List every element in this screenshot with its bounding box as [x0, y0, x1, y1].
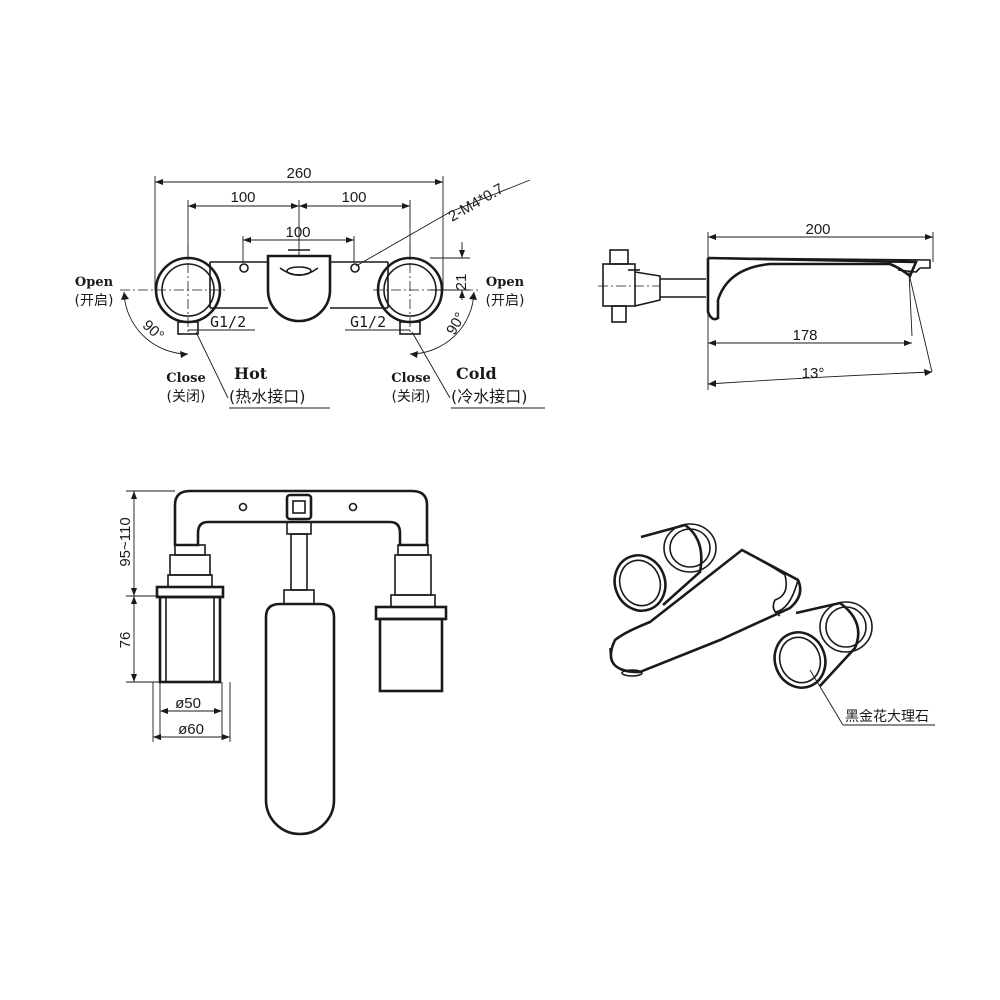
dim-inner-diameter: ø50 — [175, 695, 201, 712]
front-view: 260 100 100 100 2-M4*0.7 21 — [75, 165, 545, 409]
right-thread-label: G1/2 — [350, 313, 386, 331]
dim-spout-length: 200 — [805, 221, 830, 238]
left-close-cn-label: (关闭) — [167, 389, 206, 405]
left-thread-label: G1/2 — [210, 313, 246, 331]
dim-depth-range: 95~110 — [117, 517, 134, 566]
left-close-label: Close — [166, 371, 206, 386]
hot-port-cn-label: (热水接口) — [229, 387, 306, 406]
dim-handle-height: 76 — [117, 632, 134, 649]
dim-left-span: 100 — [230, 189, 255, 206]
cold-port-cn-label: (冷水接口) — [451, 387, 528, 406]
right-open-label: Open — [486, 275, 525, 290]
right-close-label: Close — [391, 371, 431, 386]
dim-reach: 178 — [792, 327, 817, 344]
side-view: 200 178 13° — [598, 221, 934, 390]
material-label: 黑金花大理石 — [845, 709, 929, 725]
hot-port-label: Hot — [234, 364, 268, 383]
section-view: 95~110 76 ø50 ø60 — [117, 489, 448, 836]
left-angle-label: 90° — [139, 317, 167, 345]
cold-port-label: Cold — [456, 364, 497, 383]
right-open-cn-label: (开启) — [486, 293, 525, 309]
dim-overall-width: 260 — [286, 165, 311, 182]
left-open-cn-label: (开启) — [75, 293, 114, 309]
right-angle-label: 90° — [443, 310, 469, 338]
dim-angle: 13° — [802, 365, 825, 382]
dim-right-span: 100 — [341, 189, 366, 206]
right-close-cn-label: (关闭) — [392, 389, 431, 405]
iso-view: 黑金花大理石 — [609, 523, 935, 726]
dim-holes: 2-M4*0.7 — [446, 180, 507, 225]
dim-spout-width: 100 — [285, 224, 310, 241]
dim-offset: 21 — [453, 274, 470, 291]
left-open-label: Open — [75, 275, 114, 290]
dim-outer-diameter: ø60 — [178, 721, 204, 738]
